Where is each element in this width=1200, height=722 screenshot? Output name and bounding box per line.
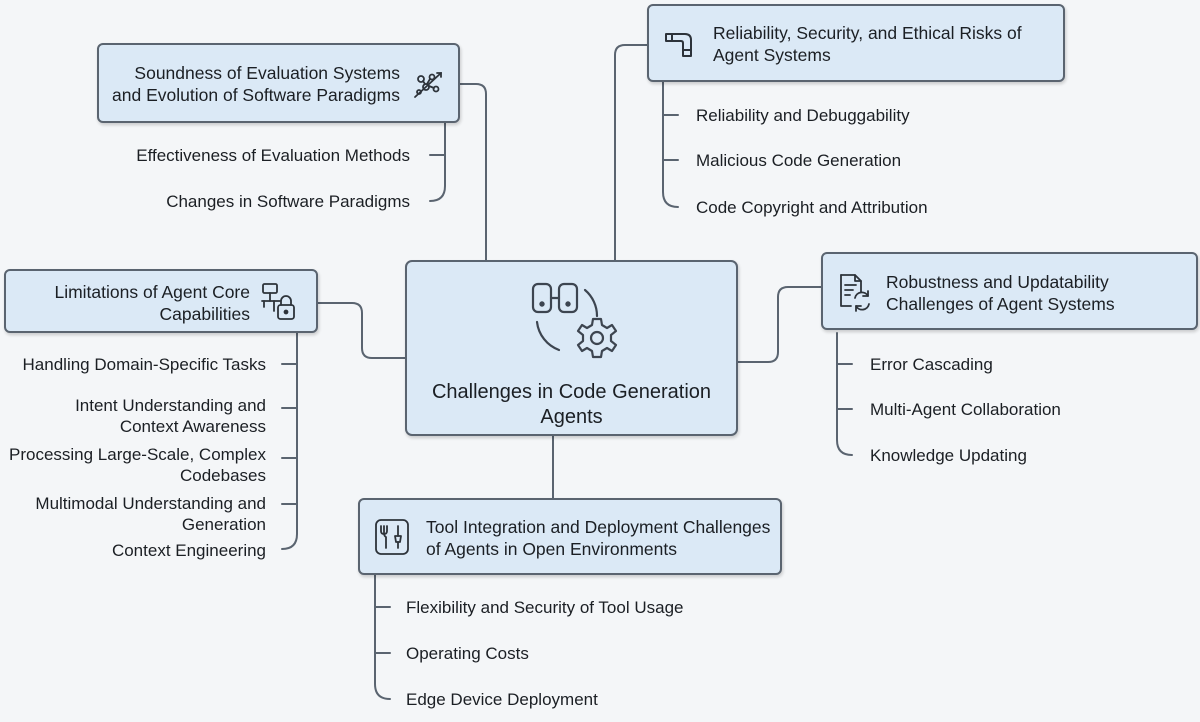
servers-gear-icon (525, 276, 625, 373)
leaf-reliability-1: Reliability and Debuggability (696, 106, 910, 125)
leaf-limitations-3: Processing Large-Scale, Complex Codebase… (9, 444, 266, 486)
leaf-tools-3: Edge Device Deployment (406, 690, 598, 709)
branch-title-tools: Tool Integration and Deployment Challeng… (426, 516, 770, 560)
leaf-limitations-5: Context Engineering (112, 540, 266, 561)
leaf-line: Handling Domain-Specific Tasks (22, 355, 266, 374)
leaf-evaluation-1: Effectiveness of Evaluation Methods (136, 146, 410, 165)
molecule-arrow-icon (412, 70, 444, 105)
leaf-tools-2: Operating Costs (406, 644, 529, 663)
branch-node-limitations[interactable]: Limitations of Agent Core Capabilities (4, 269, 318, 333)
leaf-tools-1: Flexibility and Security of Tool Usage (406, 598, 684, 617)
branch-title-evaluation: Soundness of Evaluation Systems and Evol… (112, 62, 400, 106)
leaf-line: Codebases (179, 466, 266, 485)
leaf-limitations-1: Handling Domain-Specific Tasks (23, 354, 266, 375)
leaf-evaluation-2: Changes in Software Paradigms (166, 192, 410, 211)
title-line2: and Evolution of Software Paradigms (112, 85, 400, 105)
branch-title-reliability: Reliability, Security, and Ethical Risks… (713, 22, 1022, 66)
bracket-robustness (836, 332, 853, 456)
leaf-line: Intent Understanding and (75, 396, 266, 415)
title-line1: Reliability, Security, and Ethical Risks… (713, 23, 1022, 43)
bracket-tools (374, 574, 391, 700)
title-line1: Limitations of Agent Core (54, 282, 250, 302)
document-refresh-icon (837, 272, 873, 317)
bracket-reliability (662, 81, 679, 208)
center-title-line1: Challenges in Code Generation (431, 381, 712, 403)
connector-reliability (614, 44, 648, 261)
connector-robustness (737, 286, 822, 363)
branch-title-robustness: Robustness and Updatability Challenges o… (886, 271, 1115, 315)
title-line1: Soundness of Evaluation Systems (134, 63, 400, 83)
pipe-connector-icon (663, 26, 697, 65)
center-node[interactable]: Challenges in Code Generation Agents (405, 260, 738, 436)
leaf-line: Multimodal Understanding and (35, 494, 266, 513)
center-title: Challenges in Code Generation Agents (407, 380, 736, 430)
leaf-limitations-2: Intent Understanding and Context Awarene… (75, 395, 266, 437)
title-line2: of Agents in Open Environments (426, 539, 677, 559)
branch-title-limitations: Limitations of Agent Core Capabilities (54, 281, 250, 325)
leaf-robustness-1: Error Cascading (870, 355, 993, 374)
title-line1: Robustness and Updatability (886, 272, 1109, 292)
connector-evaluation (459, 83, 487, 261)
leaf-limitations-4: Multimodal Understanding and Generation (35, 493, 266, 535)
tools-icon (374, 518, 410, 561)
leaf-line: Generation (181, 515, 266, 534)
branch-node-robustness[interactable]: Robustness and Updatability Challenges o… (821, 252, 1198, 330)
branch-node-reliability[interactable]: Reliability, Security, and Ethical Risks… (647, 4, 1065, 82)
connector-limitations (317, 302, 406, 359)
title-line2: Agent Systems (713, 45, 831, 65)
leaf-reliability-3: Code Copyright and Attribution (696, 198, 928, 217)
leaf-reliability-2: Malicious Code Generation (696, 151, 902, 170)
leaf-line: Context Engineering (111, 541, 266, 560)
leaf-line: Context Awareness (119, 417, 266, 436)
leaf-robustness-3: Knowledge Updating (870, 446, 1027, 465)
title-line1: Tool Integration and Deployment Challeng… (426, 517, 771, 537)
network-lock-icon (260, 281, 298, 328)
branch-node-evaluation[interactable]: Soundness of Evaluation Systems and Evol… (97, 43, 460, 123)
leaf-line: Processing Large-Scale, Complex (8, 445, 266, 464)
bracket-limitations (281, 332, 298, 550)
title-line2: Challenges of Agent Systems (886, 294, 1115, 314)
title-line2: Capabilities (159, 304, 250, 324)
bracket-evaluation (429, 117, 446, 202)
leaf-robustness-2: Multi-Agent Collaboration (870, 400, 1061, 419)
branch-node-tools[interactable]: Tool Integration and Deployment Challeng… (358, 498, 782, 575)
center-title-line2: Agents (540, 406, 603, 428)
